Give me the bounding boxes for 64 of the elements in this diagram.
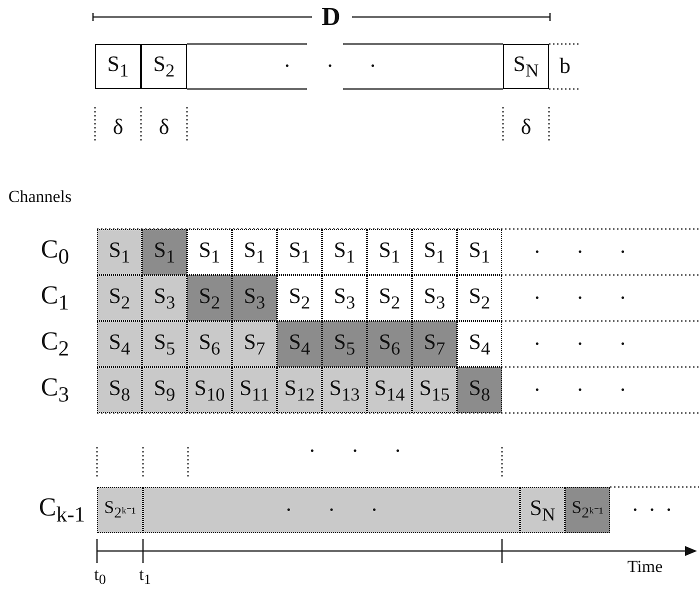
- time-slot: S$_{3}$: [322, 275, 367, 321]
- time-slot: S$_{1}$: [322, 229, 367, 275]
- channel-label: C$_{1}$: [40, 280, 70, 316]
- time-slot: S$_{1}$: [367, 229, 412, 275]
- time-slot: S$_{2}$: [457, 275, 502, 321]
- time-slot: S$_{2}$: [97, 275, 142, 321]
- time-slot: S$_{4}$: [277, 321, 322, 367]
- time-slot: S$_{14}$: [367, 367, 412, 413]
- time-slot: S$_{10}$: [187, 367, 232, 413]
- channel-label: C$_{0}$: [40, 234, 70, 270]
- time-slot: S$_{13}$: [322, 367, 367, 413]
- time-slot: S$_{11}$: [232, 367, 277, 413]
- channel-label: C$_{2}$: [40, 326, 70, 362]
- time-label: t$_{1}$: [139, 564, 151, 590]
- time-slot: S$_{3}$: [142, 275, 187, 321]
- time-slot: S$_{4}$: [457, 321, 502, 367]
- time-slot: S$_{1}$: [187, 229, 232, 275]
- slot-width-label: δ: [520, 114, 532, 140]
- slot-width-label: δ: [158, 114, 170, 140]
- time-slot: S$_{5}$: [142, 321, 187, 367]
- time-slot: S$_{8}$: [97, 367, 142, 413]
- time-slot: S$_{3}$: [232, 275, 277, 321]
- time-slot: S$_{2ᵏ⁻¹}$: [565, 487, 610, 533]
- time-slot: S$_{12}$: [277, 367, 322, 413]
- slot-width-label: δ: [112, 114, 124, 140]
- ellipsis: · · ·: [534, 285, 626, 311]
- dimension-label: D: [322, 2, 340, 32]
- time-slot: S$_{2ᵏ⁻¹}$: [97, 487, 143, 533]
- time-slot: S$_{1}$: [457, 229, 502, 275]
- time-slot: S$_{1}$: [277, 229, 322, 275]
- ellipsis: · · ·: [632, 497, 672, 523]
- bar-label: b: [560, 53, 570, 79]
- time-slot: S$_{2}$: [187, 275, 232, 321]
- channel-label: C$_{3}$: [40, 372, 70, 408]
- time-slot: S$_{1}$: [142, 229, 187, 275]
- time-slot: · · ·: [143, 487, 520, 533]
- time-slot: S$_{9}$: [142, 367, 187, 413]
- time-slot: S$_{N}$: [520, 487, 565, 533]
- axis-title: Channels: [8, 187, 72, 207]
- time-slot: S$_{7}$: [412, 321, 457, 367]
- time-slot: S$_{7}$: [232, 321, 277, 367]
- time-slot: S$_{6}$: [367, 321, 412, 367]
- time-slot: S$_{15}$: [412, 367, 457, 413]
- ellipsis: · · ·: [534, 377, 626, 403]
- ellipsis: · · ·: [284, 53, 376, 79]
- time-slot: S$_{N}$: [503, 44, 549, 89]
- time-slot: S$_{5}$: [322, 321, 367, 367]
- time-slot: S$_{2}$: [277, 275, 322, 321]
- time-slot: S$_{2}$: [141, 44, 187, 89]
- ellipsis: · · ·: [534, 239, 626, 265]
- time-slot: S$_{1}$: [97, 229, 142, 275]
- time-label: t$_{0}$: [94, 564, 106, 590]
- time-slot: S$_{4}$: [97, 321, 142, 367]
- time-slot: S$_{1}$: [412, 229, 457, 275]
- time-slot: S$_{6}$: [187, 321, 232, 367]
- time-slot: S$_{8}$: [457, 367, 502, 413]
- time-slot: S$_{2}$: [367, 275, 412, 321]
- ellipsis: · · ·: [534, 331, 626, 357]
- time-slot: S$_{1}$: [95, 44, 141, 89]
- channel-label: C$_{k-1}$: [38, 492, 86, 528]
- time-slot: S$_{3}$: [412, 275, 457, 321]
- time-slot: S$_{1}$: [232, 229, 277, 275]
- axis-title: Time: [627, 557, 663, 577]
- ellipsis: · · ·: [308, 438, 402, 464]
